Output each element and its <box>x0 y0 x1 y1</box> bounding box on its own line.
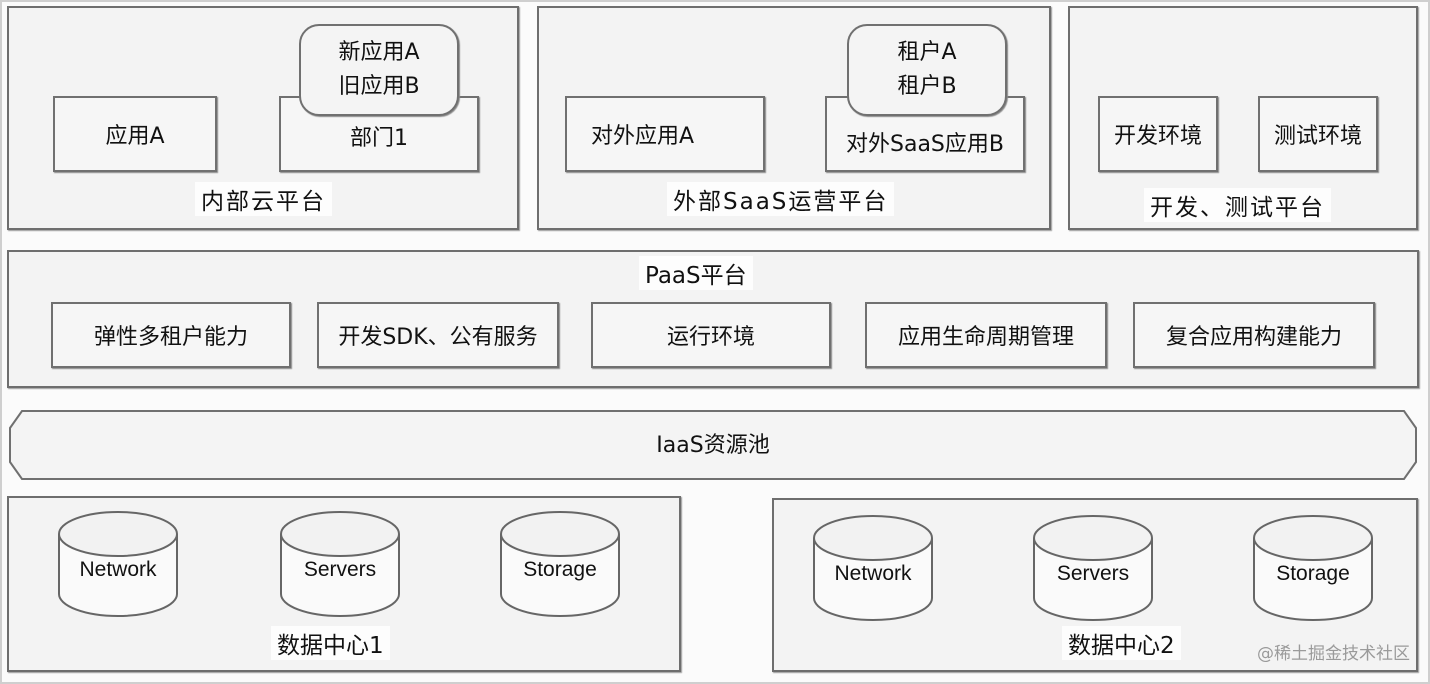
dev-test-platform: 开发环境 测试环境 开发、测试平台 <box>1068 6 1418 230</box>
resource-label: Network <box>79 558 157 581</box>
paas-capability: 运行环境 <box>591 302 831 368</box>
department-label: 部门1 <box>350 126 408 151</box>
resource-storage: Storage <box>1252 512 1374 624</box>
paas-capability: 应用生命周期管理 <box>865 302 1107 368</box>
tenant-b: 租户B <box>897 74 957 99</box>
paas-title: PaaS平台 <box>639 256 753 290</box>
cylinder-icon <box>500 511 620 617</box>
datacenter-1: Network Servers Storage 数据中心1 <box>7 496 681 672</box>
resource-label: Storage <box>1276 562 1350 585</box>
resource-storage: Storage <box>499 508 621 620</box>
resource-label: Servers <box>1056 562 1130 585</box>
resource-servers: Servers <box>1032 512 1154 624</box>
capability-label: 开发SDK、公有服务 <box>338 325 538 350</box>
cylinder-icon <box>58 511 178 617</box>
dev-test-title: 开发、测试平台 <box>1144 188 1331 222</box>
paas-capability: 弹性多租户能力 <box>51 302 291 368</box>
app-a-box: 应用A <box>53 96 217 172</box>
external-saas-app-b-label: 对外SaaS应用B <box>846 132 1004 157</box>
external-app-a-box: 对外应用A <box>565 96 765 172</box>
resource-label: Storage <box>523 558 597 581</box>
test-env-box: 测试环境 <box>1258 96 1378 172</box>
external-saas-title: 外部SaaS运营平台 <box>667 182 895 216</box>
dev-env-box: 开发环境 <box>1098 96 1218 172</box>
datacenter-2: Network Servers Storage 数据中心2 <box>772 498 1418 672</box>
capability-label: 应用生命周期管理 <box>897 325 1074 350</box>
watermark: @稀土掘金技术社区 <box>1257 644 1410 664</box>
resource-network: Network <box>57 508 179 620</box>
resource-servers: Servers <box>279 508 401 620</box>
external-app-a-label: 对外应用A <box>591 124 695 149</box>
cylinder-icon <box>280 511 400 617</box>
tenant-a: 租户A <box>897 40 957 65</box>
internal-cloud-platform: 应用A 部门1 新应用A 旧应用B 内部云平台 <box>7 6 519 230</box>
department-apps-box: 新应用A 旧应用B <box>299 24 459 116</box>
cylinder-icon <box>813 515 933 621</box>
dept-app-new-a: 新应用A <box>338 40 420 65</box>
internal-cloud-title: 内部云平台 <box>195 182 332 216</box>
app-a-label: 应用A <box>105 124 165 149</box>
dept-app-old-b: 旧应用B <box>338 74 420 99</box>
tenants-box: 租户A 租户B <box>847 24 1007 116</box>
test-env-label: 测试环境 <box>1273 124 1362 149</box>
datacenter-1-title: 数据中心1 <box>271 626 390 660</box>
cylinder-icon <box>1033 515 1153 621</box>
cylinder-icon <box>1253 515 1373 621</box>
iaas-resource-pool: IaaS资源池 <box>8 410 1418 480</box>
dev-env-label: 开发环境 <box>1113 124 1202 149</box>
datacenter-2-title: 数据中心2 <box>1062 626 1181 660</box>
external-saas-platform: 对外应用A 对外SaaS应用B 租户A 租户B 外部SaaS运营平台 <box>537 6 1051 230</box>
iaas-shape <box>9 410 1417 480</box>
resource-label: Network <box>834 562 912 585</box>
paas-platform: PaaS平台 弹性多租户能力 开发SDK、公有服务 运行环境 应用生命周期管理 … <box>7 250 1419 388</box>
capability-label: 复合应用构建能力 <box>1165 325 1342 350</box>
capability-label: 弹性多租户能力 <box>93 325 248 350</box>
paas-capability: 复合应用构建能力 <box>1133 302 1375 368</box>
capability-label: 运行环境 <box>666 325 755 350</box>
paas-capability: 开发SDK、公有服务 <box>317 302 559 368</box>
resource-label: Servers <box>303 558 377 581</box>
resource-network: Network <box>812 512 934 624</box>
iaas-title: IaaS资源池 <box>656 433 770 458</box>
